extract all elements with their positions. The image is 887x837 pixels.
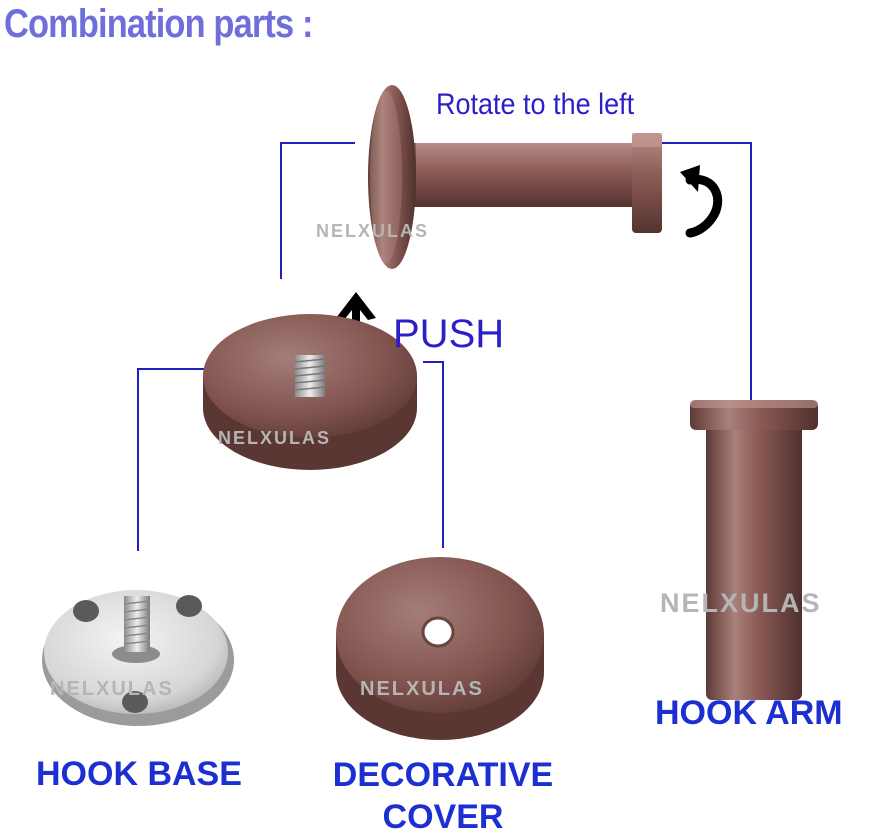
hook-base-label: HOOK BASE bbox=[36, 755, 242, 793]
page-title: Combination parts : bbox=[4, 2, 313, 46]
decorative-cover-image bbox=[336, 557, 544, 740]
decorative-cover-label-line2: COVER bbox=[382, 798, 504, 836]
rotate-arrow-icon bbox=[680, 165, 723, 238]
watermark: NELXULAS bbox=[218, 428, 332, 448]
watermark: NELXULAS bbox=[316, 221, 430, 241]
watermark: NELXULAS bbox=[660, 588, 822, 618]
watermark: NELXULAS bbox=[360, 678, 484, 700]
base-disc-with-screw-image bbox=[203, 314, 417, 470]
decorative-cover-label-line1: DECORATIVE bbox=[332, 756, 554, 794]
watermark: NELXULAS bbox=[50, 678, 174, 700]
hook-arm-image bbox=[690, 400, 818, 700]
assembled-hook-image bbox=[368, 85, 662, 269]
push-instruction: PUSH bbox=[393, 312, 505, 356]
rotate-instruction: Rotate to the left bbox=[436, 88, 635, 121]
connector-lines bbox=[137, 142, 752, 551]
hook-base-image bbox=[42, 590, 234, 726]
hook-arm-label: HOOK ARM bbox=[655, 694, 843, 732]
